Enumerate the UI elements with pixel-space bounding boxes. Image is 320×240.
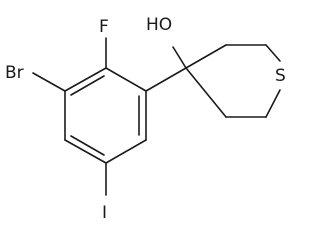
structure-canvas: F Br HO S I xyxy=(5,15,286,223)
bond-cd-cq xyxy=(185,67,227,118)
bond-c2-cq xyxy=(145,67,187,92)
bond-c6-c1-inner xyxy=(70,75,105,96)
bond-s-cc xyxy=(265,89,281,118)
atom-label-fluorine: F xyxy=(99,17,109,37)
bond-c6-br xyxy=(32,72,66,92)
bond-cb-s xyxy=(265,44,281,62)
molecule-diagram: F Br HO S I xyxy=(5,15,286,223)
atom-label-bromine: Br xyxy=(5,63,24,83)
atom-label-iodine: I xyxy=(102,203,107,223)
atom-label-sulfur: S xyxy=(275,66,286,86)
bond-c4-c5 xyxy=(64,139,107,164)
bond-c4-c5-inner xyxy=(70,135,105,156)
bond-cq-ca xyxy=(185,44,227,69)
bond-c1-c2 xyxy=(105,67,147,92)
bond-cq-o xyxy=(172,46,187,69)
bond-c6-c1 xyxy=(64,67,107,92)
atom-label-hydroxyl: HO xyxy=(146,15,172,35)
bond-c3-c4 xyxy=(105,139,147,164)
